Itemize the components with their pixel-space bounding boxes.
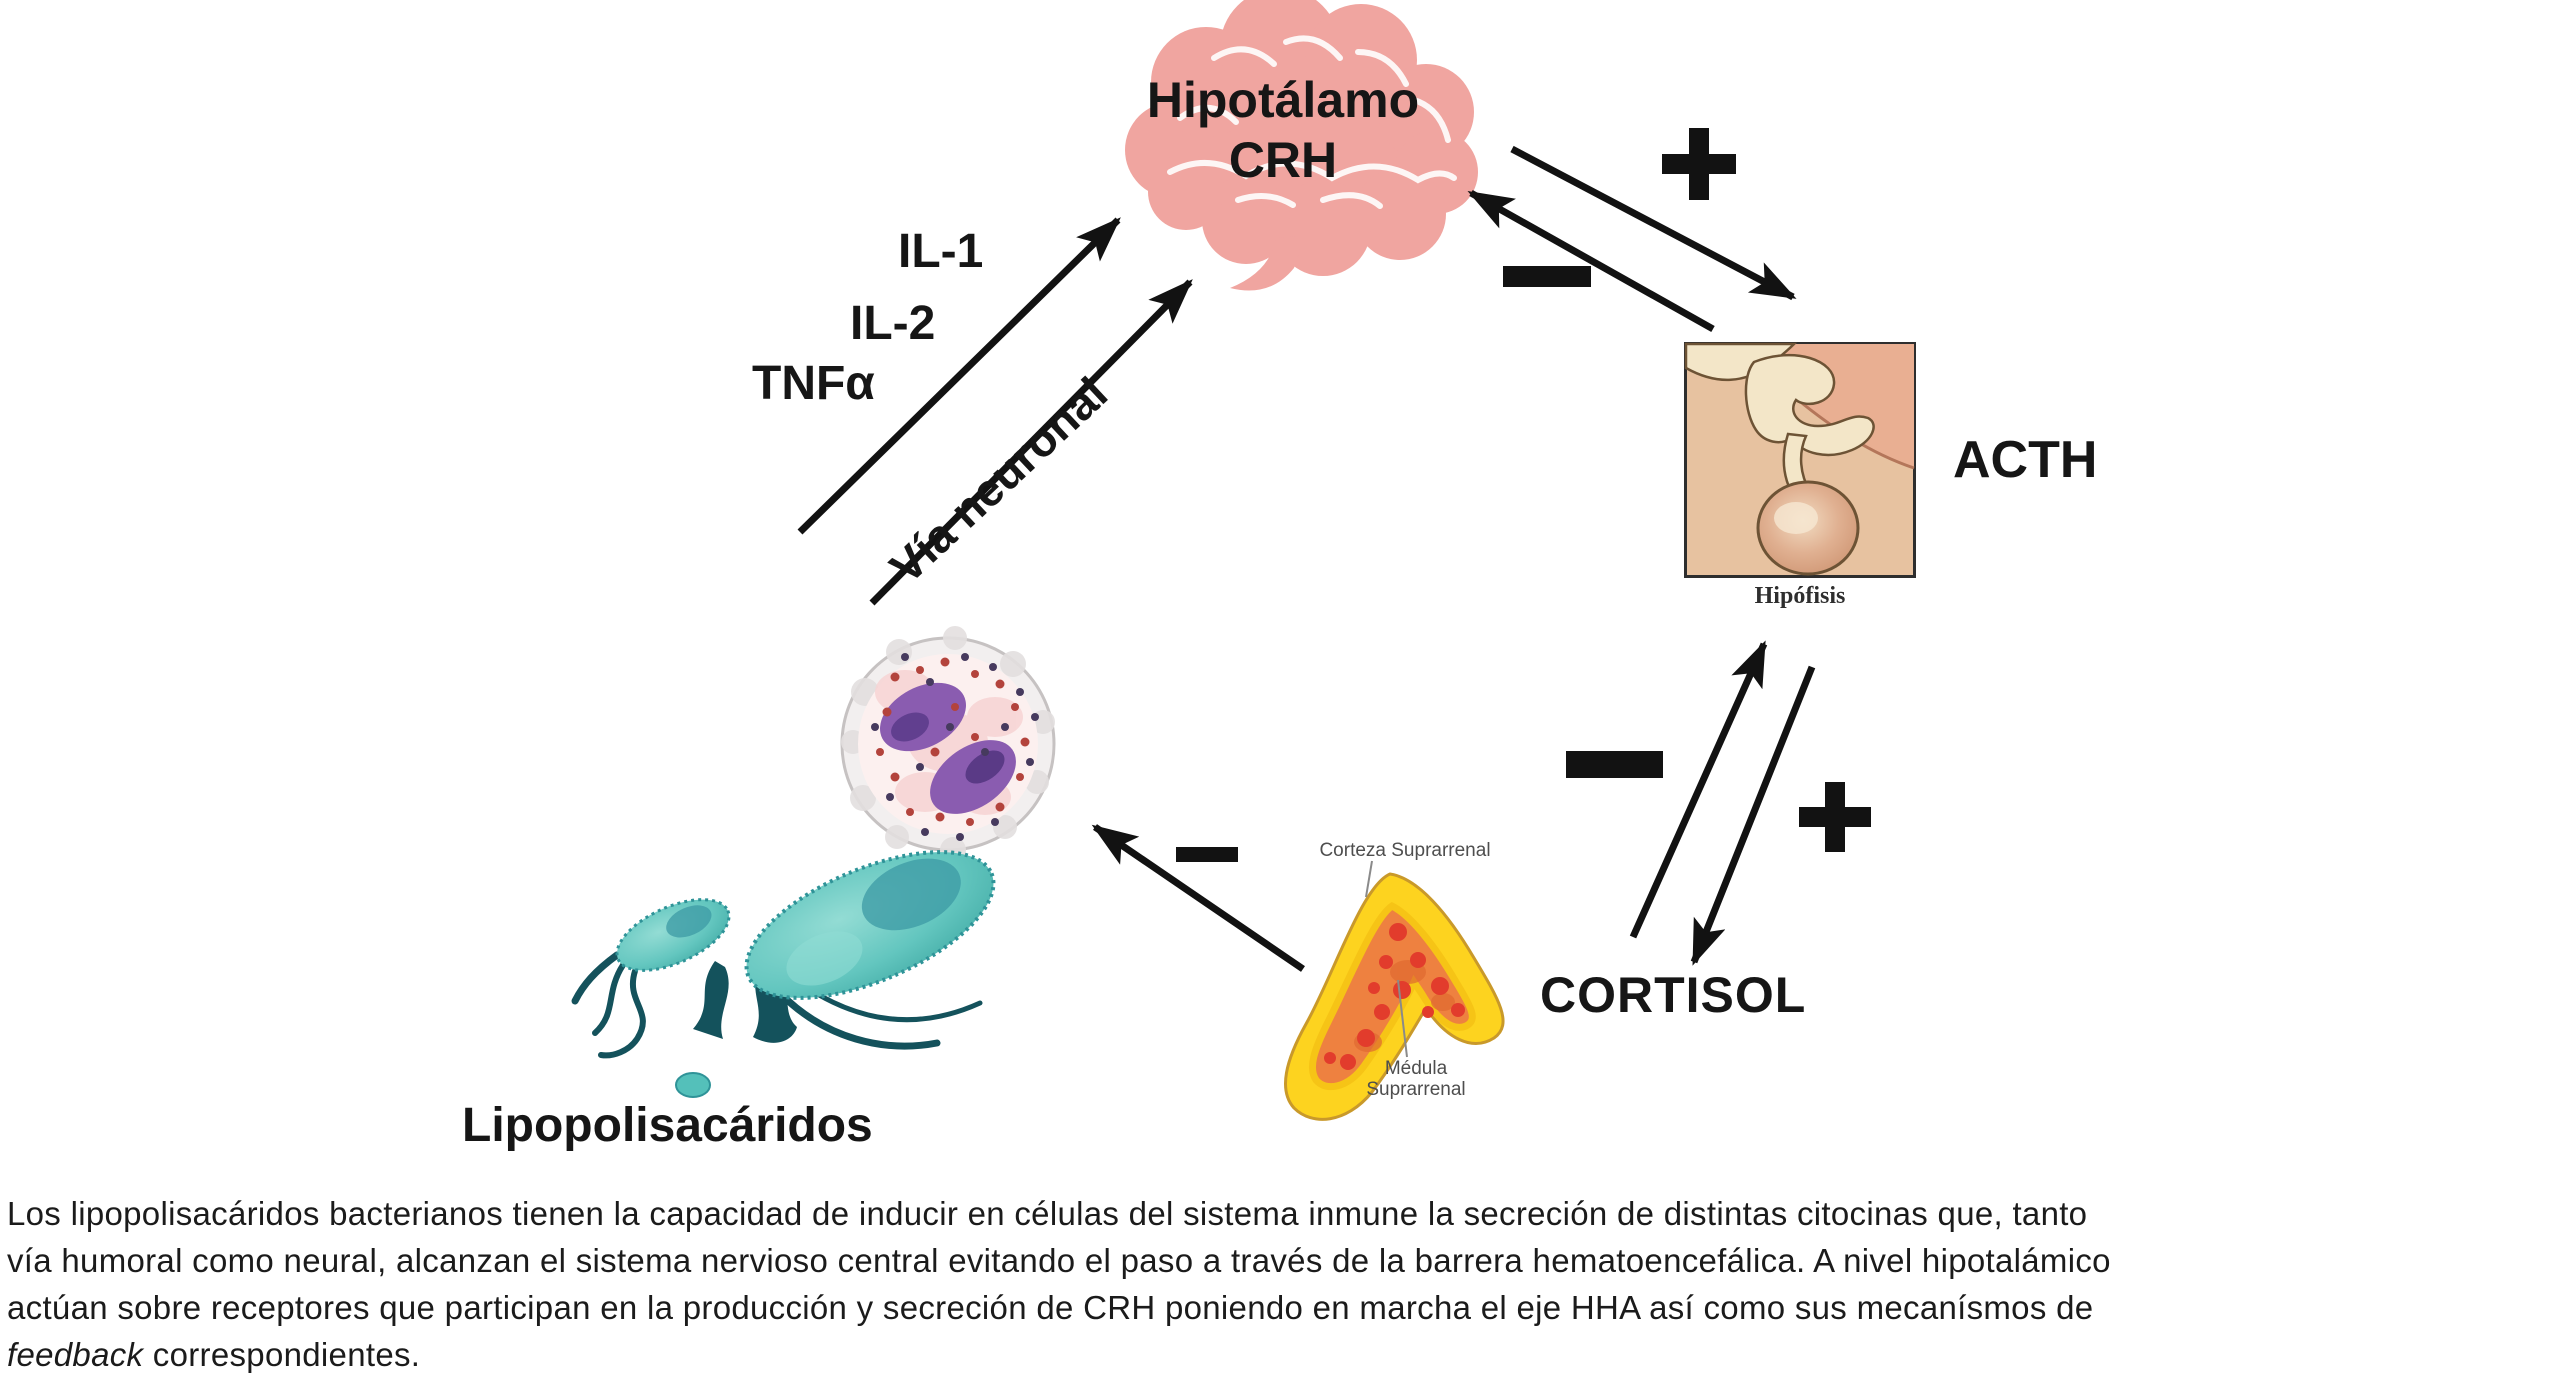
lipopolysaccharides-label: Lipopolisacáridos (462, 1099, 873, 1152)
hypothalamus-brain-illustration (1125, 0, 1478, 291)
plus-sign-crh-to-pituitary (1662, 128, 1736, 200)
arrow-crh-to-pituitary (1510, 145, 1797, 301)
arrow-cortisol-feedback-to-pituitary (1629, 640, 1768, 939)
brain-sulci-lines (1167, 35, 1457, 209)
pituitary-caption: Hipófisis (1754, 583, 1846, 609)
bacteria-illustration (571, 850, 996, 1098)
cell-granules-dark (871, 653, 1039, 841)
hypothalamus-label: Hipotálamo (1146, 72, 1420, 128)
hypothalamus-base (1744, 353, 1875, 457)
arrow-cytokines-to-hypothalamus (797, 217, 1121, 535)
medulla-label-pointer (1397, 979, 1408, 1058)
acth-label: ACTH (1953, 431, 2098, 489)
minus-sign-cortisol-to-pituitary (1566, 751, 1663, 778)
plus-sign-acth-to-adrenal (1799, 782, 1871, 852)
arrow-acth-to-adrenal (1690, 665, 1816, 966)
cytokine-il2-label: IL-2 (850, 297, 936, 350)
minus-sign-feedback-hypothalamus (1503, 266, 1591, 287)
caption-line-2: vía humoral como neural, alcanzan el sis… (7, 1242, 2111, 1279)
adrenal-medulla-label: Médula Suprarrenal (1366, 1058, 1466, 1100)
figure-caption: Los lipopolisacáridos bacterianos tienen… (7, 1190, 2555, 1378)
caption-line-4: feedback correspondientes. (7, 1331, 2555, 1378)
caption-line-3: actúan sobre receptores que participan e… (7, 1289, 2094, 1326)
diagram-arrows (797, 145, 1816, 1058)
bacterium-fragment (675, 1072, 711, 1098)
cytokine-tnfa-label: TNFα (752, 357, 875, 410)
cytokine-il1-label: IL-1 (898, 225, 984, 278)
caption-line-1: Los lipopolisacáridos bacterianos tienen… (7, 1195, 2088, 1232)
minus-sign-cortisol-to-immune (1176, 847, 1238, 862)
pituitary-gland-illustration (1684, 342, 1916, 578)
adrenal-cortex-label: Corteza Suprarrenal (1319, 840, 1491, 861)
adrenal-medulla (1308, 901, 1476, 1091)
bacterium-small (615, 898, 731, 972)
caption-feedback-word: feedback (7, 1336, 144, 1373)
cell-granules-red (876, 657, 1030, 826)
adrenal-red-spots (1324, 923, 1465, 1070)
cortisol-label: CORTISOL (1540, 967, 1807, 1023)
arrow-feedback-to-hypothalamus (1467, 189, 1715, 333)
cortex-label-pointer (1365, 860, 1373, 898)
adrenal-gland-illustration (1284, 872, 1505, 1121)
arrow-via-neuronal-to-hypothalamus (869, 279, 1193, 606)
caption-line-4-rest: correspondientes. (143, 1336, 421, 1373)
arrow-cortisol-to-immune-cell (1091, 824, 1305, 972)
crh-label: CRH (1228, 132, 1338, 188)
immune-cell-illustration (840, 626, 1056, 863)
hypothalamus-label-group: Hipotálamo CRH (1133, 74, 1433, 186)
brain-stem (1230, 236, 1300, 291)
